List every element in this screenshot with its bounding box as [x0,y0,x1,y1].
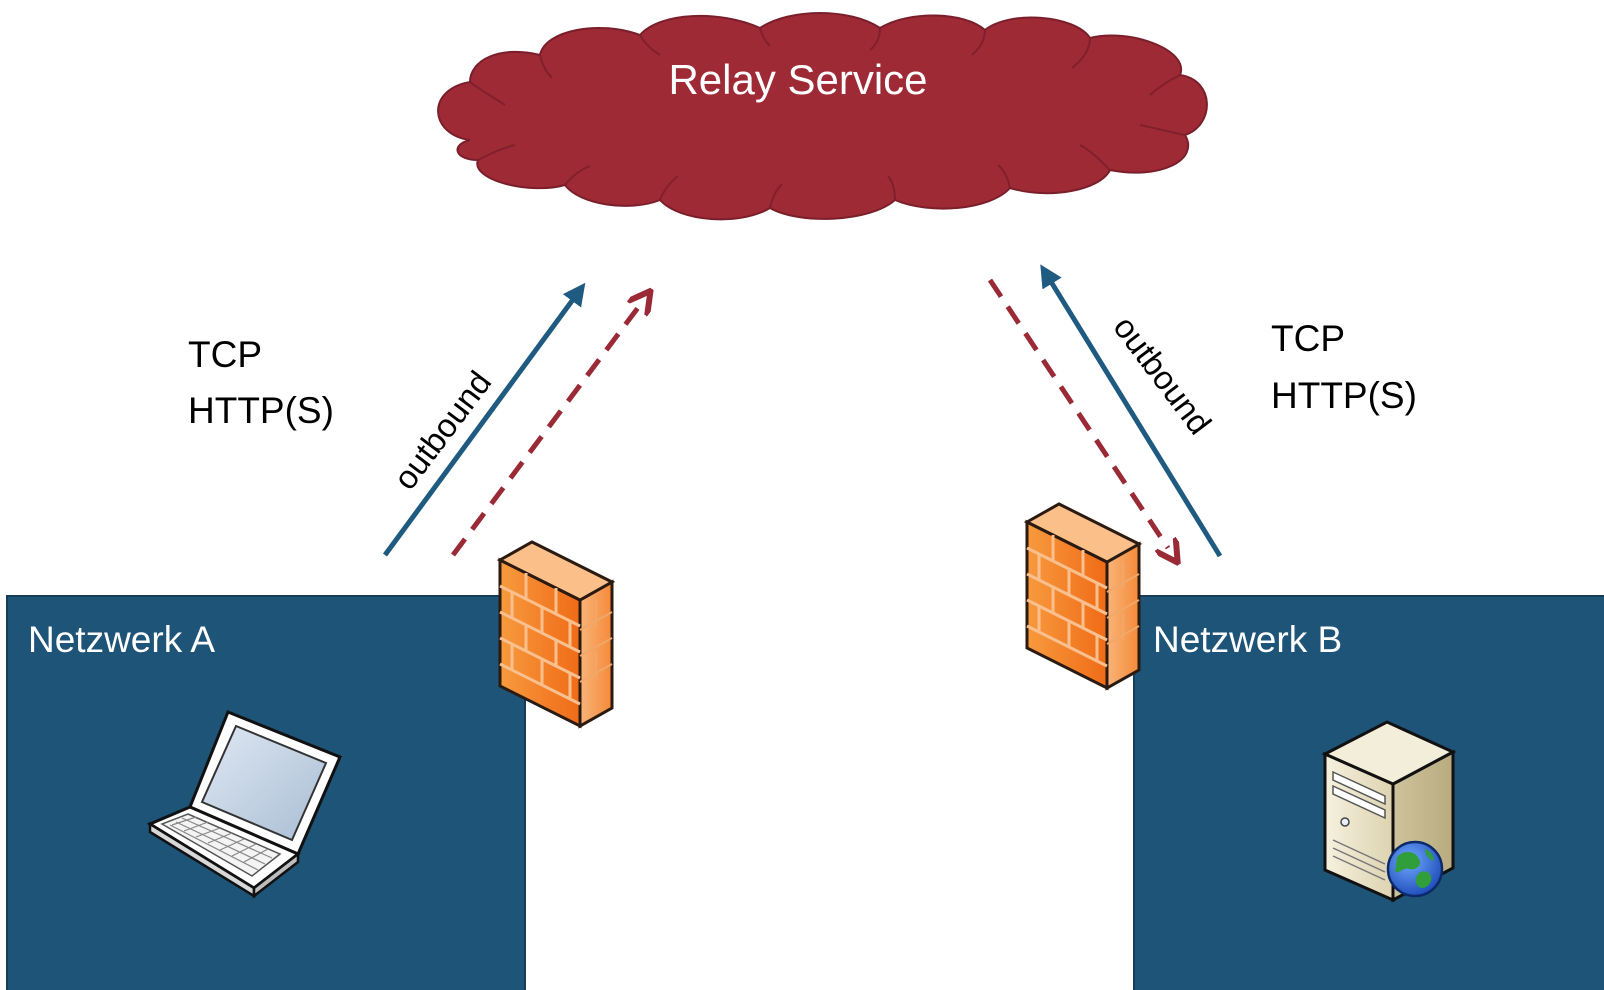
laptop-icon [146,710,342,899]
relay-cloud [437,12,1208,221]
network-a-label: Netzwerk A [28,619,215,660]
relay-service-label: Relay Service [668,56,927,103]
right-return-arrow-dashed [987,278,1168,548]
firewall-icon [1023,502,1143,691]
left-protocol-tcp: TCP [188,334,262,375]
globe-icon [1386,840,1444,898]
left-outbound-arrow [382,282,586,557]
network-b-label: Netzwerk B [1153,619,1342,660]
right-protocol-http: HTTP(S) [1271,375,1417,416]
right-protocol-tcp: TCP [1271,318,1345,359]
left-protocol-http: HTTP(S) [188,390,334,431]
right-outbound-label: outbound [1106,309,1218,441]
firewall-icon [496,540,616,729]
left-return-arrow-dashed [450,305,640,557]
right-outbound-arrow [1040,264,1223,558]
